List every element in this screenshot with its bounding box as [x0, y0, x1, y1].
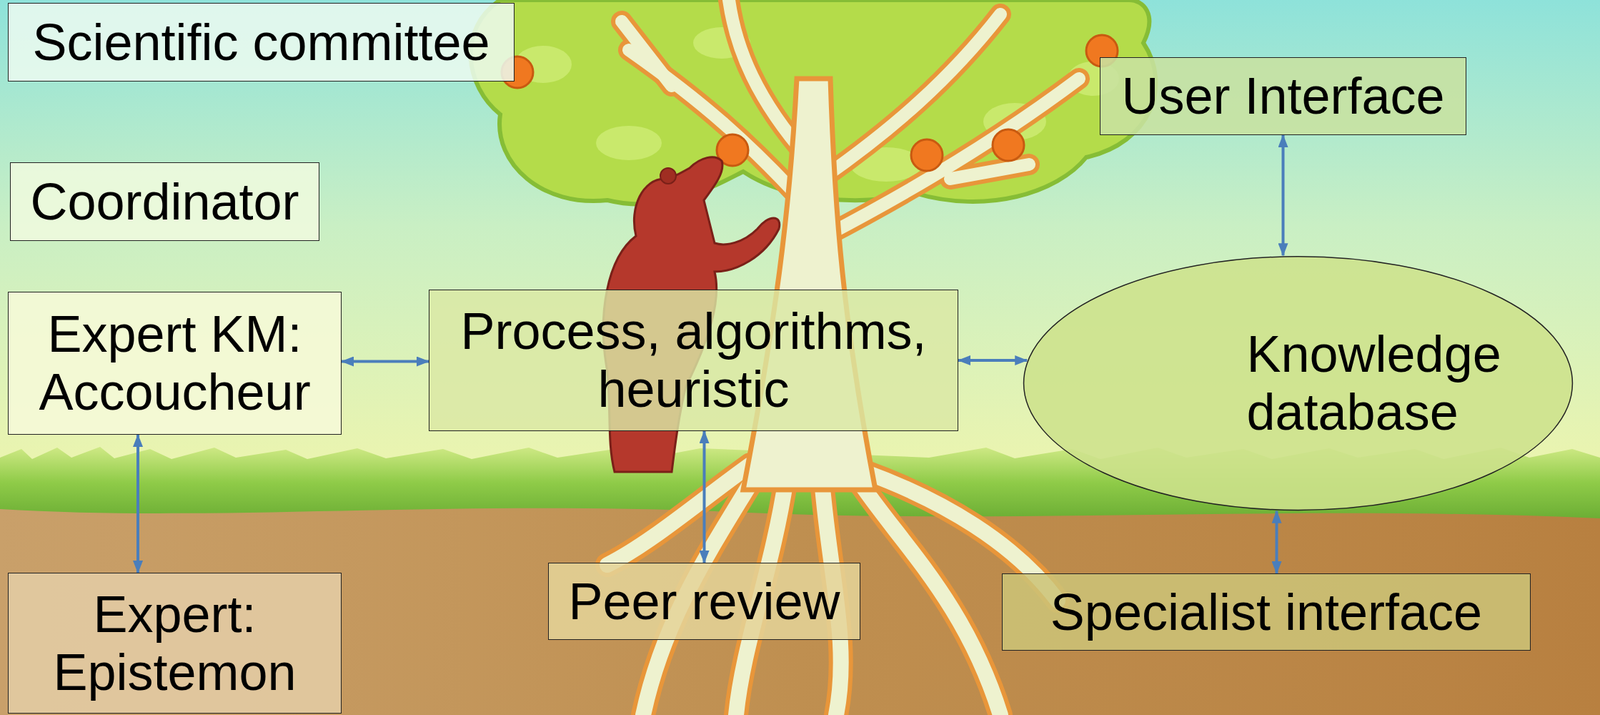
node-text: Peer review: [568, 572, 840, 631]
expert-box: Expert: Epistemon: [7, 572, 342, 714]
double-arrow: [341, 360, 429, 364]
double-arrow: [1282, 135, 1285, 256]
node-text: Coordinator: [30, 172, 299, 231]
database-ellipse: Knowledge database: [1022, 255, 1574, 511]
node-text: Expert: Epistemon: [18, 585, 331, 701]
soil: [0, 493, 1600, 715]
branch: [825, 78, 1080, 236]
node-text: Scientific committee: [32, 13, 490, 72]
double-arrow: [136, 434, 140, 573]
node-text: Specialist interface: [1050, 583, 1483, 642]
interface-box: Specialist interface: [1001, 573, 1531, 651]
process-box: Process, algorithms, heuristic: [428, 289, 959, 431]
branch: [825, 78, 1080, 236]
expert-box: Expert KM: Accoucheur: [7, 291, 342, 435]
double-arrow: [958, 358, 1027, 362]
root: [857, 478, 1001, 715]
orange-fruit: [911, 139, 943, 171]
branch: [950, 164, 1030, 179]
double-arrow: [1275, 510, 1279, 574]
bear-ear: [660, 167, 677, 184]
double-arrow: [703, 430, 707, 563]
leaf-spot: [595, 125, 662, 161]
node-text: Knowledge database: [1246, 325, 1350, 441]
root: [607, 464, 751, 565]
branch: [950, 164, 1030, 179]
role-box: Coordinator: [10, 162, 320, 241]
node-text: User Interface: [1121, 67, 1445, 126]
branch: [621, 21, 672, 86]
oranges: [501, 35, 1118, 171]
committee-box: Scientific committee: [7, 2, 515, 82]
node-text: Process, algorithms, heuristic: [439, 302, 948, 418]
interface-box: User Interface: [1099, 57, 1467, 136]
node-text: Expert KM: Accoucheur: [18, 305, 331, 421]
ellipse-shape: [1024, 256, 1573, 511]
orange-fruit: [992, 129, 1025, 161]
review-box: Peer review: [548, 562, 861, 640]
